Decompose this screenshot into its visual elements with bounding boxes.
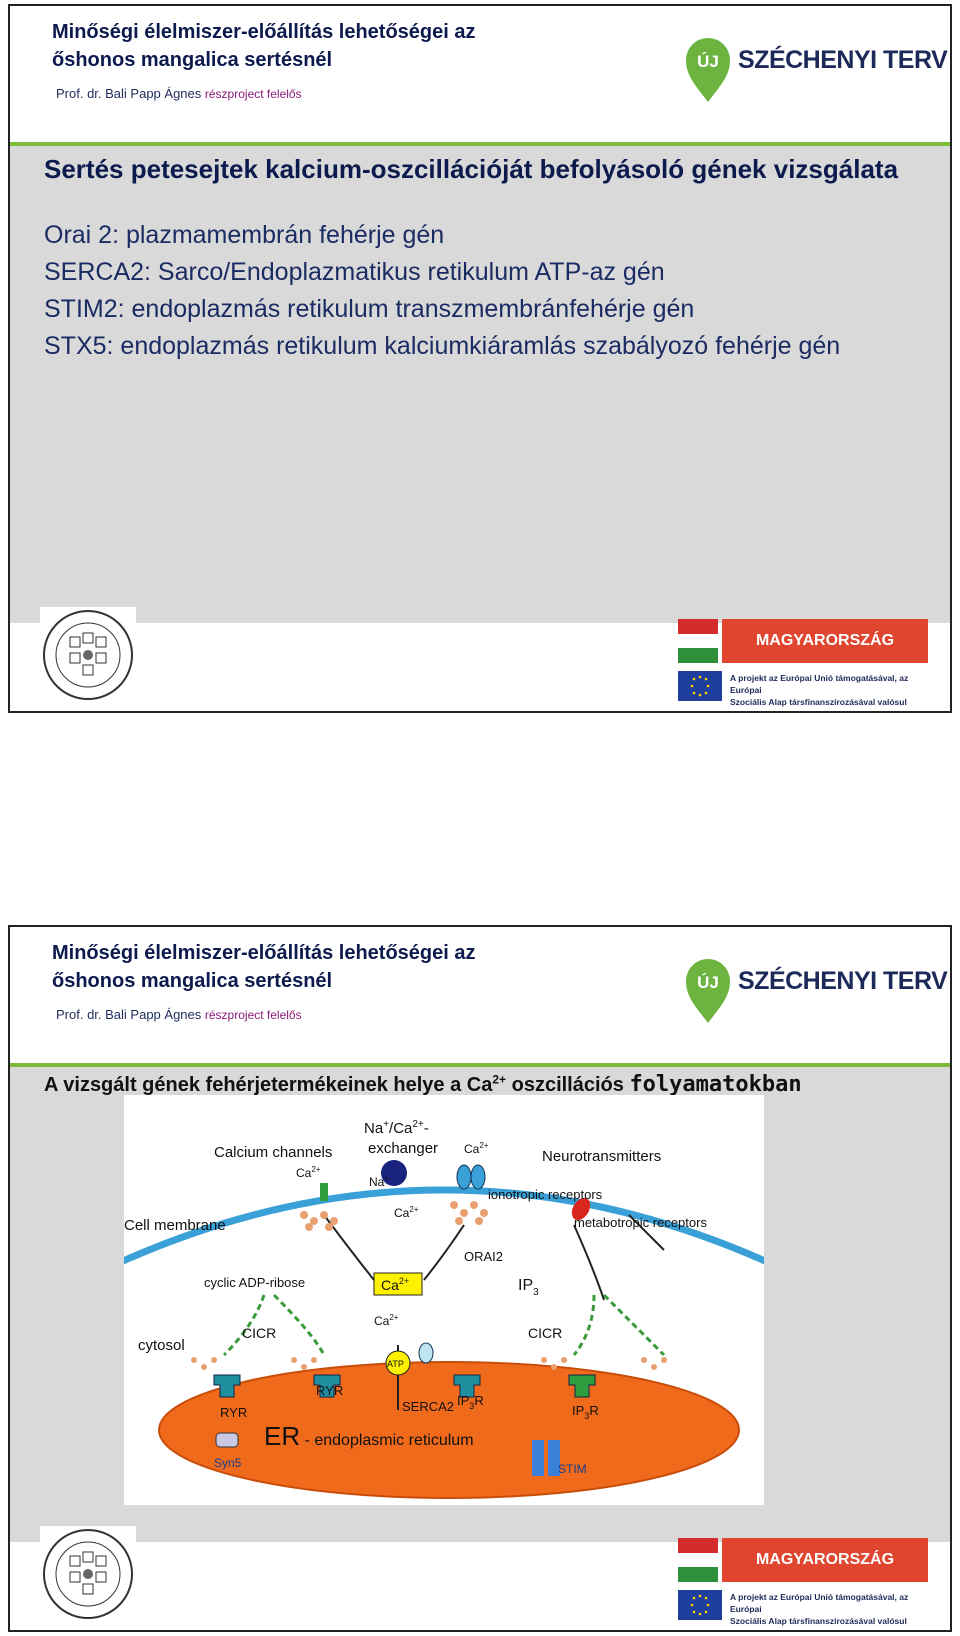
szechenyi-terv-label: SZÉCHENYI TERV (738, 967, 948, 995)
svg-text:IP3: IP3 (518, 1277, 539, 1298)
header-title-line1: Minőségi élelmiszer-előállítás lehetőség… (52, 21, 476, 43)
author-name: Prof. dr. Bali Papp Ágnes (56, 1007, 202, 1022)
szechenyi-terv-label: SZÉCHENYI TERV (738, 46, 948, 74)
ryr-channel (213, 1374, 241, 1398)
ca-box (373, 1272, 423, 1296)
gene-item: STX5: endoplazmás retikulum kalciumkiára… (44, 332, 841, 360)
atp-pump (385, 1350, 411, 1376)
eu-support-block: A projekt az Európai Unió támogatásával,… (678, 671, 928, 711)
svg-text:exchanger: exchanger (368, 1140, 438, 1157)
slide-1-title: Sertés petesejtek kalcium-oszcillációját… (44, 154, 899, 184)
ip3r-channel (453, 1374, 481, 1398)
eu-line2: Szociális Alap társfinanszírozásával val… (730, 1616, 907, 1630)
eu-line2: Szociális Alap társfinanszírozásával val… (730, 697, 907, 711)
header-title: Minőségi élelmiszer-előállítás lehetőség… (52, 939, 476, 995)
gene-item: STIM2: endoplazmás retikulum transzmembr… (44, 295, 695, 323)
gene-item: Orai 2: plazmamembrán fehérje gén (44, 221, 445, 249)
stim-protein (532, 1440, 544, 1476)
svg-text:ER - endoplasmic reticulum: ER - endoplasmic reticulum (264, 1421, 474, 1451)
er-ellipse (158, 1361, 740, 1499)
svg-text:cytosol: cytosol (138, 1337, 185, 1354)
cell-membrane (124, 1186, 764, 1265)
svg-text:CICR: CICR (528, 1325, 562, 1341)
svg-text:IP3R: IP3R (572, 1403, 599, 1421)
ip3r-channel (568, 1374, 596, 1398)
header-title-line2: őshonos mangalica sertésnél (52, 49, 333, 71)
svg-text:Neurotransmitters: Neurotransmitters (542, 1148, 661, 1165)
slide-1: Minőségi élelmiszer-előállítás lehetőség… (8, 4, 952, 713)
eu-support-text: A projekt az Európai Unió támogatásával,… (730, 1591, 928, 1630)
megujul-label: MAGYARORSZÁG MEGÚJUL (722, 619, 928, 693)
svg-text:ÚJ: ÚJ (697, 973, 719, 992)
header-title-line2: őshonos mangalica sertésnél (52, 970, 333, 992)
eu-support-text: A projekt az Európai Unió támogatásával,… (730, 672, 928, 711)
svg-text:RYR: RYR (220, 1405, 247, 1420)
svg-text:Cell membrane: Cell membrane (124, 1217, 226, 1234)
megujul-label: MAGYARORSZÁG MEGÚJUL (722, 1538, 928, 1612)
author-role: részproject felelős (204, 87, 302, 101)
calcium-channel (320, 1183, 328, 1201)
syn5-protein (215, 1432, 239, 1448)
gene-item: SERCA2: Sarco/Endoplazmatikus retikulum … (44, 258, 665, 286)
magyarorszag-megujul-logo: MAGYARORSZÁG MEGÚJUL (678, 619, 928, 693)
header-author: Prof. dr. Bali Papp Ágnes részproject fe… (56, 86, 302, 101)
calcium-oscillation-diagram: Ca2+ (124, 1095, 764, 1505)
szechenyi-logo-icon: ÚJ (686, 38, 730, 102)
slide-2: Minőségi élelmiszer-előállítás lehetőség… (8, 925, 952, 1632)
gene-list: Orai 2: plazmamembrán fehérje gén SERCA2… (44, 217, 924, 365)
metabotropic-receptor (571, 1197, 591, 1221)
eu-flag-icon (678, 671, 722, 701)
title-mid: oszcillációs (506, 1074, 630, 1096)
author-role: részproject felelős (204, 1008, 302, 1022)
hungary-flag-icon (678, 619, 718, 664)
szechenyi-logo-icon: ÚJ (686, 959, 730, 1023)
svg-text:Syn5: Syn5 (214, 1456, 242, 1470)
svg-text:CICR: CICR (242, 1325, 276, 1341)
svg-text:Na+/Ca2+-: Na+/Ca2+- (364, 1119, 429, 1137)
eu-flag-icon (678, 1590, 722, 1620)
slide-header: Minőségi élelmiszer-előállítás lehetőség… (10, 927, 950, 1067)
svg-text:Na+: Na+ (369, 1174, 389, 1189)
university-seal-icon (40, 1526, 136, 1622)
author-name: Prof. dr. Bali Papp Ágnes (56, 86, 202, 101)
svg-text:ATP: ATP (387, 1359, 404, 1369)
svg-text:Ca2+: Ca2+ (296, 1165, 321, 1180)
title-main: A vizsgált gének fehérjetermékeinek hely… (44, 1074, 493, 1096)
eu-support-block: A projekt az Európai Unió támogatásával,… (678, 1590, 928, 1630)
svg-text:Ca2+: Ca2+ (381, 1276, 409, 1293)
university-seal-icon (40, 607, 136, 703)
slide-2-title: A vizsgált gének fehérjetermékeinek hely… (44, 1072, 802, 1097)
hungary-flag-icon (678, 1538, 718, 1583)
slide-1-body: Sertés petesejtek kalcium-oszcillációját… (44, 151, 924, 365)
svg-text:STIM: STIM (558, 1462, 587, 1476)
svg-text:metabotropic receptors: metabotropic receptors (574, 1215, 707, 1230)
title-sup: 2+ (492, 1072, 507, 1087)
eu-line1: A projekt az Európai Unió támogatásával,… (730, 1592, 909, 1614)
exchanger (381, 1160, 407, 1186)
title-end: folyamatokban (629, 1072, 802, 1097)
magyarorszag-megujul-logo: MAGYARORSZÁG MEGÚJUL (678, 1538, 928, 1612)
svg-text:Calcium channels: Calcium channels (214, 1144, 332, 1161)
orai2-channel (456, 1164, 472, 1190)
svg-text:ionotropic receptors: ionotropic receptors (488, 1187, 603, 1202)
ryr-channel (313, 1374, 341, 1398)
header-title-line1: Minőségi élelmiszer-előállítás lehetőség… (52, 942, 476, 964)
svg-text:ÚJ: ÚJ (697, 52, 719, 71)
header-author: Prof. dr. Bali Papp Ágnes részproject fe… (56, 1007, 302, 1022)
eu-line1: A projekt az Európai Unió támogatásával,… (730, 673, 909, 695)
header-title: Minőségi élelmiszer-előállítás lehetőség… (52, 18, 476, 74)
svg-text:ORAI2: ORAI2 (464, 1249, 503, 1264)
svg-text:Ca2+: Ca2+ (374, 1313, 399, 1328)
svg-text:SERCA2: SERCA2 (402, 1399, 454, 1414)
svg-text:RYR: RYR (316, 1383, 343, 1398)
svg-text:IP3R: IP3R (457, 1393, 484, 1411)
svg-text:Ca2+: Ca2+ (394, 1205, 419, 1220)
svg-text:cyclic ADP-ribose: cyclic ADP-ribose (204, 1275, 305, 1290)
slide-header: Minőségi élelmiszer-előállítás lehetőség… (10, 6, 950, 146)
svg-text:Ca2+: Ca2+ (464, 1141, 489, 1156)
